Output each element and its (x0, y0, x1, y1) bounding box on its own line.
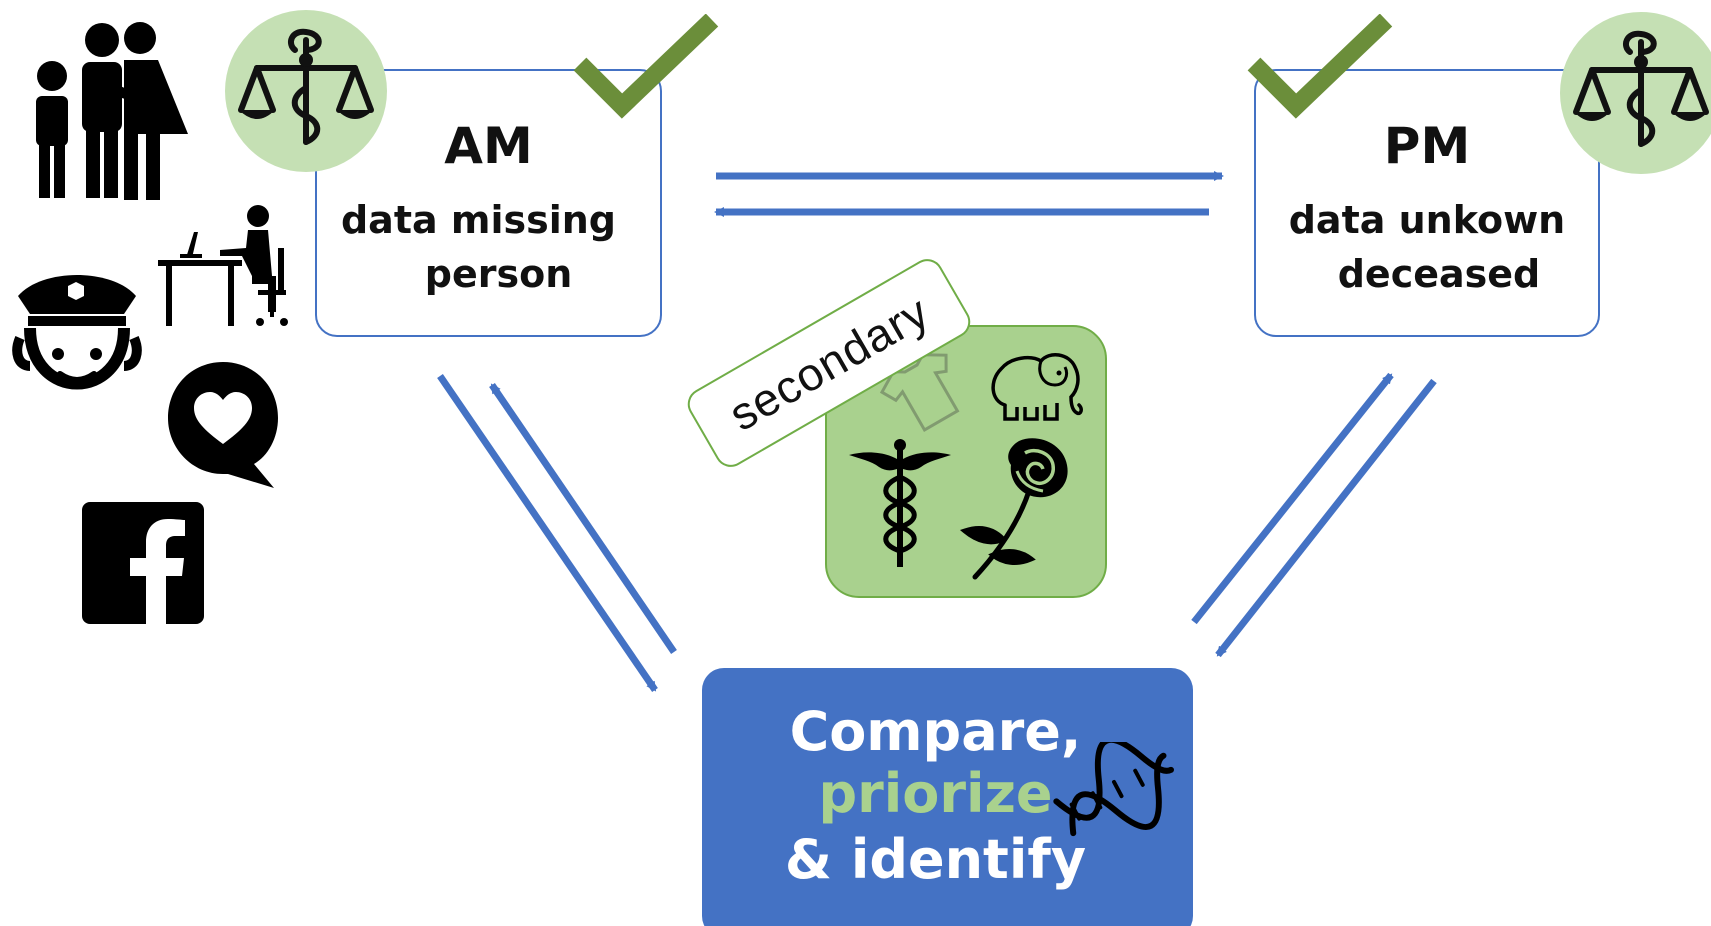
result-line-3: & identify (784, 828, 1087, 891)
arrow-pm-to-result (1215, 378, 1437, 658)
caduceus-icon (849, 439, 951, 567)
police-officer-icon (12, 275, 142, 390)
dna-icon (1053, 742, 1174, 837)
tshirt-icon (879, 353, 960, 432)
arrow-result-to-pm (1191, 372, 1394, 625)
pm-checkmark-icon (1247, 14, 1393, 119)
result-line-2: priorize (818, 762, 1053, 825)
family-icon (36, 22, 188, 200)
pm-line-2: deceased (1337, 252, 1541, 296)
arrow-am-to-result (437, 374, 658, 692)
investigator-desk-icon (158, 205, 288, 326)
pm-line-1: data unkown (1288, 198, 1566, 242)
pm-box: PM data unkown deceased (1254, 69, 1600, 337)
am-title: AM (444, 117, 533, 175)
am-line-1: data missing (340, 198, 617, 242)
am-line-2: person (424, 252, 573, 296)
rose-icon (959, 438, 1068, 580)
result-line-1: Compare, (789, 700, 1082, 763)
pm-title: PM (1383, 117, 1471, 175)
heart-speech-icon (168, 362, 278, 488)
am-forensic-badge (225, 10, 387, 172)
pm-forensic-badge (1560, 12, 1711, 174)
arrow-result-to-am (489, 383, 677, 654)
result-box: Compare, priorize & identify (702, 668, 1193, 926)
am-checkmark-icon (573, 14, 719, 119)
elephant-icon (991, 353, 1083, 421)
facebook-icon (82, 502, 204, 624)
forensic-medicine-scale-icon (238, 28, 374, 145)
forensic-medicine-scale-icon (1573, 30, 1709, 147)
